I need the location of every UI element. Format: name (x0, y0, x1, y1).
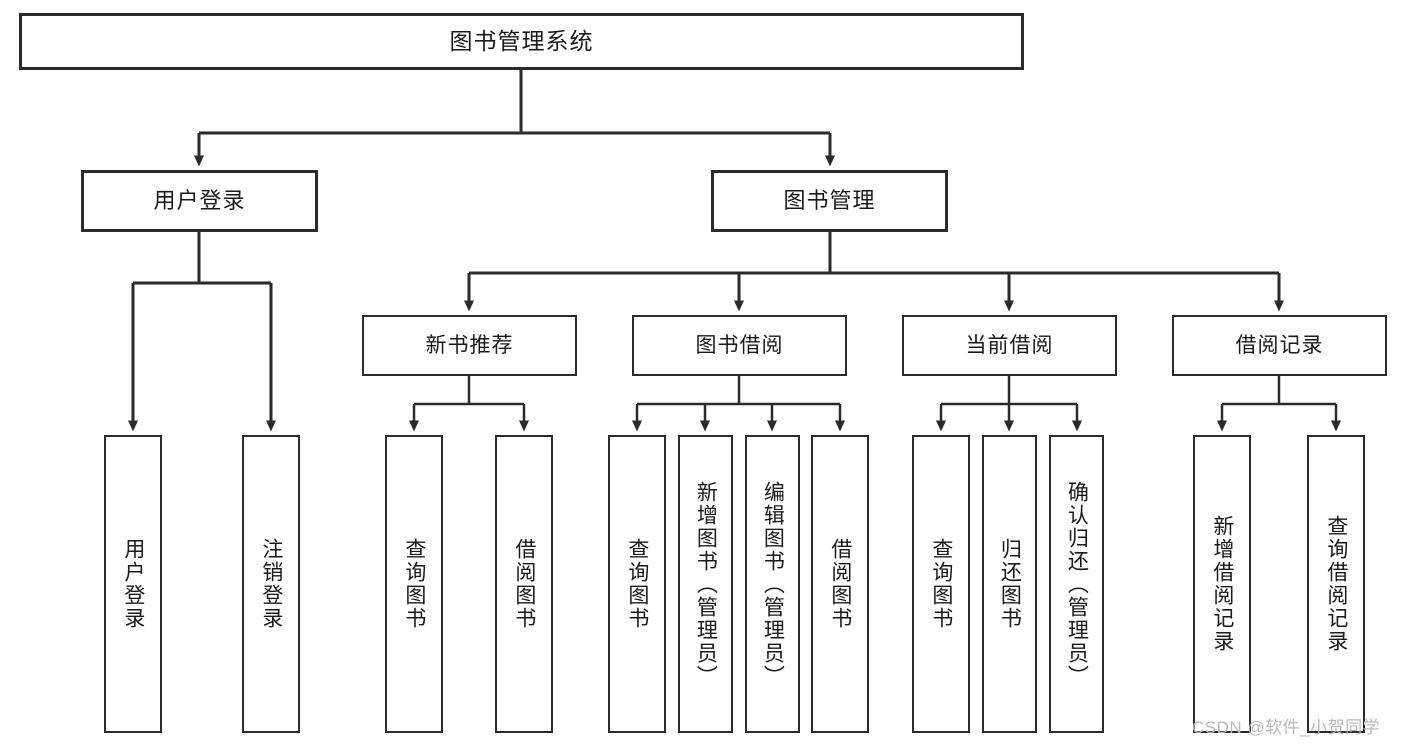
leaf-query-book-borrow[interactable]: 查询图书 (608, 435, 666, 733)
leaf-query-borrow-record[interactable]: 查询借阅记录 (1307, 435, 1365, 733)
node-label: 借阅记录 (1235, 333, 1324, 357)
node-label: 图书借阅 (695, 333, 784, 357)
node-label: 新增图书（管理员） (694, 480, 718, 688)
leaf-confirm-return-admin[interactable]: 确认归还（管理员） (1049, 435, 1104, 733)
node-label: 查询图书 (402, 538, 426, 630)
node-label: 查询图书 (929, 538, 953, 630)
leaf-borrow-book[interactable]: 借阅图书 (811, 435, 869, 733)
node-label: 查询借阅记录 (1324, 515, 1348, 653)
node-new-book-recommend[interactable]: 新书推荐 (362, 315, 577, 376)
node-label: 归还图书 (998, 538, 1022, 630)
node-label: 用户登录 (121, 538, 145, 630)
node-user-login[interactable]: 用户登录 (81, 170, 318, 232)
node-root-system[interactable]: 图书管理系统 (19, 13, 1024, 70)
node-book-borrow[interactable]: 图书借阅 (632, 315, 847, 376)
leaf-borrow-book-recommend[interactable]: 借阅图书 (495, 435, 553, 733)
watermark: CSDN @软件_小贺同学 (1192, 718, 1381, 737)
leaf-add-book-admin[interactable]: 新增图书（管理员） (678, 435, 733, 733)
leaf-return-book[interactable]: 归还图书 (982, 435, 1037, 733)
leaf-add-borrow-record[interactable]: 新增借阅记录 (1193, 435, 1251, 733)
node-label: 查询图书 (625, 538, 649, 630)
node-borrow-record[interactable]: 借阅记录 (1172, 315, 1387, 376)
node-label: 当前借阅 (965, 333, 1054, 357)
node-label: 注销登录 (259, 538, 283, 630)
leaf-query-book-current[interactable]: 查询图书 (912, 435, 970, 733)
node-label: 图书管理系统 (449, 27, 594, 54)
leaf-edit-book-admin[interactable]: 编辑图书（管理员） (745, 435, 800, 733)
node-label: 确认归还（管理员） (1065, 480, 1089, 688)
node-label: 借阅图书 (512, 538, 536, 630)
node-label: 用户登录 (153, 187, 246, 213)
node-current-borrow[interactable]: 当前借阅 (902, 315, 1117, 376)
leaf-user-login[interactable]: 用户登录 (104, 435, 162, 733)
node-label: 新增借阅记录 (1210, 515, 1234, 653)
node-label: 编辑图书（管理员） (761, 480, 785, 688)
node-book-management[interactable]: 图书管理 (711, 170, 948, 232)
leaf-query-book-recommend[interactable]: 查询图书 (385, 435, 443, 733)
leaf-user-logout[interactable]: 注销登录 (242, 435, 300, 733)
node-label: 新书推荐 (425, 333, 514, 357)
node-label: 借阅图书 (828, 538, 852, 630)
node-label: 图书管理 (783, 187, 876, 213)
